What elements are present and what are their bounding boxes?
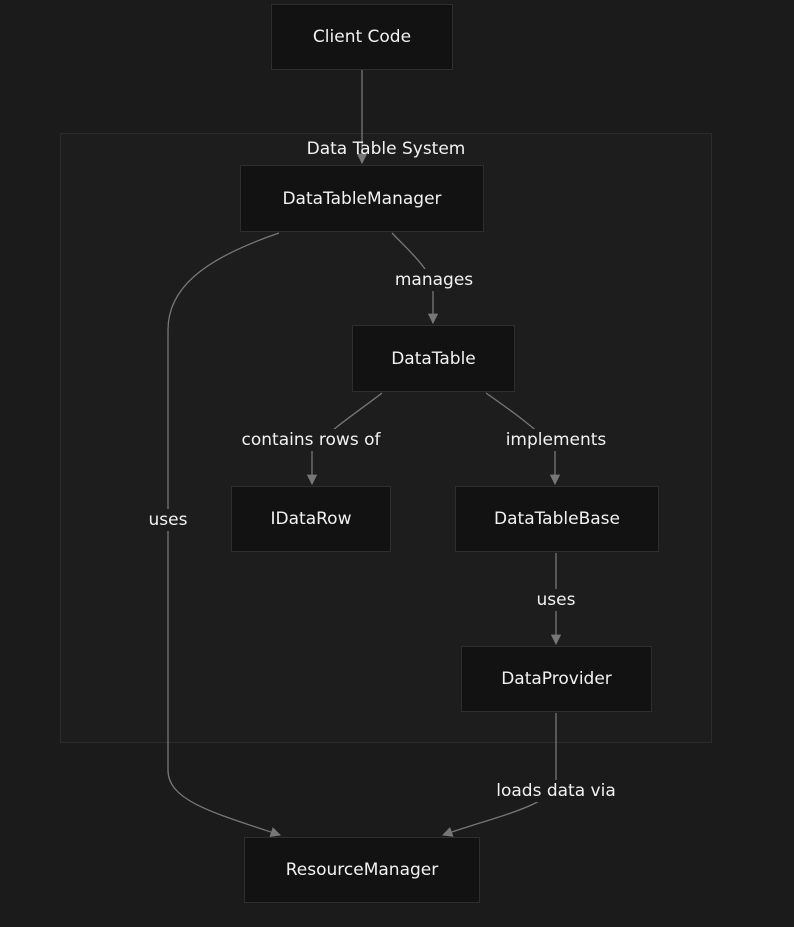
edge-label-contains-rows-of: contains rows of <box>237 429 385 451</box>
edge-manager-to-resource <box>167 232 281 838</box>
node-resource-manager[interactable]: ResourceManager <box>244 837 480 903</box>
edge-label-uses-left: uses <box>144 509 192 531</box>
node-data-table-base[interactable]: DataTableBase <box>455 486 659 552</box>
edge-label-loads-data-via: loads data via <box>492 780 620 802</box>
cluster-title: Data Table System <box>306 139 466 159</box>
edge-label-uses-provider: uses <box>532 589 580 611</box>
node-data-table[interactable]: DataTable <box>352 325 515 392</box>
edge-label-manages: manages <box>390 269 478 291</box>
node-client-code[interactable]: Client Code <box>271 4 453 70</box>
node-data-provider[interactable]: DataProvider <box>461 646 652 712</box>
edge-provider-to-resource <box>442 713 557 837</box>
node-data-table-manager[interactable]: DataTableManager <box>240 165 484 232</box>
node-idata-row[interactable]: IDataRow <box>231 486 391 552</box>
edge-label-implements: implements <box>501 429 611 451</box>
